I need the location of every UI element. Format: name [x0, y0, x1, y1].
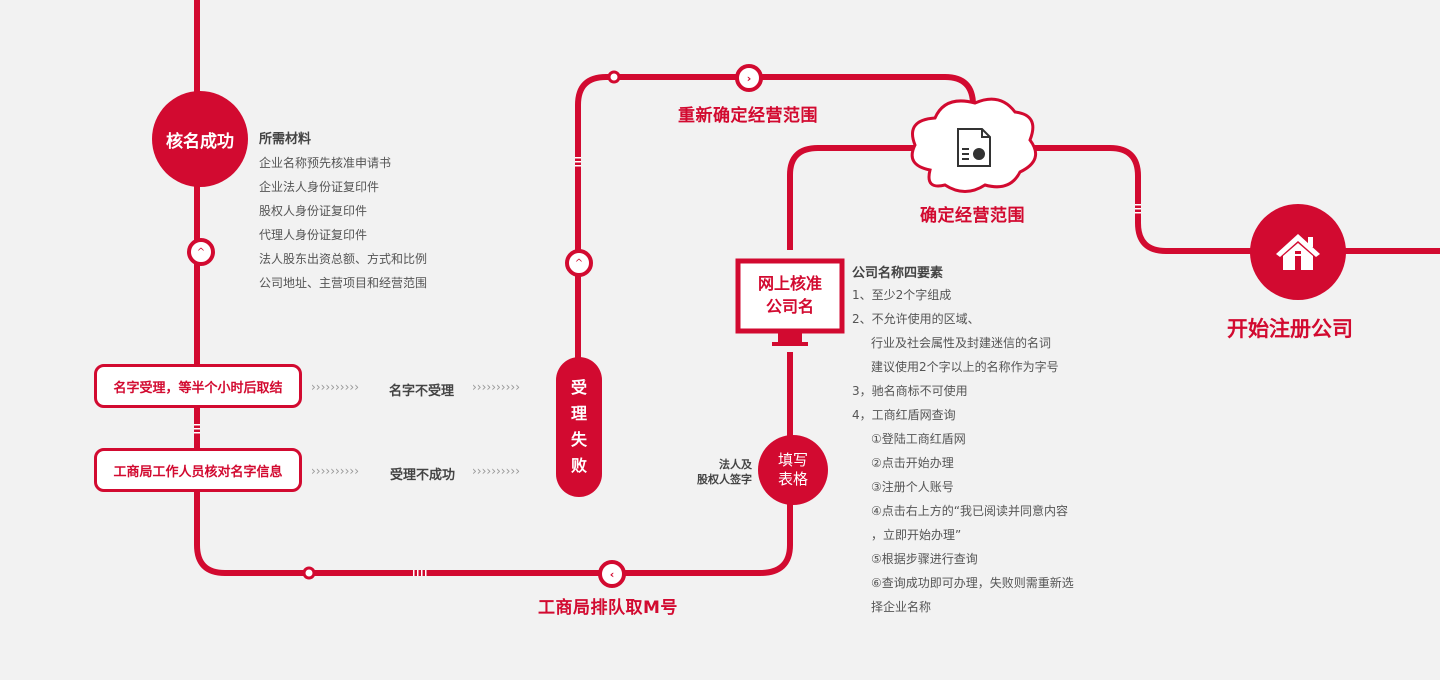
reconfirm-scope-label: 重新确定经营范围	[678, 106, 818, 126]
online-check-line: 网上核准	[757, 274, 822, 293]
chevron-up-icon[interactable]: ^	[565, 249, 593, 277]
fill-form-line: 填写	[777, 451, 808, 469]
accept-failed-label: 受理不成功	[390, 468, 456, 483]
name-rule-item: ，立即开始办理”	[871, 528, 962, 542]
flow-line-left	[194, 0, 793, 576]
materials-item: 代理人身份证复印件	[259, 228, 368, 242]
name-rule-item: 3，驰名商标不可使用	[852, 384, 968, 398]
chevron-left-icon[interactable]: ‹	[598, 560, 626, 588]
name-rule-item: 1、至少2个字组成	[852, 288, 952, 302]
failure-char: 受	[570, 378, 587, 397]
sign-note-line: 法人及	[719, 458, 752, 471]
materials-item: 法人股东出资总额、方式和比例	[259, 252, 428, 266]
materials-item: 股权人身份证复印件	[259, 204, 368, 218]
home-icon	[1276, 234, 1320, 270]
name-rule-item: ①登陆工商红盾网	[871, 432, 966, 446]
name-rule-item: 2、不允许使用的区域、	[852, 312, 980, 326]
step-name-accepted-label: 名字受理，等半个小时后取结	[113, 380, 283, 396]
name-rule-item: ③注册个人账号	[871, 480, 954, 494]
name-rule-item: 建议使用2个字以上的名称作为字号	[871, 360, 1059, 374]
fill-form-line: 表格	[777, 470, 808, 488]
final-label: 开始注册公司	[1227, 317, 1353, 341]
start-node-check-success: 核名成功	[152, 91, 248, 187]
document-chart-icon	[957, 128, 991, 167]
sign-note-line: 股权人签字	[697, 473, 752, 486]
online-check-line: 公司名	[765, 297, 814, 316]
name-rules-title: 公司名称四要素	[852, 266, 944, 281]
materials-title: 所需材料	[259, 132, 312, 147]
flow-line-center	[575, 74, 976, 360]
queue-label: 工商局排队取M号	[538, 598, 678, 618]
arrow-chevrons: ››››››››››	[472, 380, 520, 394]
name-rule-item: 4，工商红盾网查询	[852, 408, 956, 422]
step-staff-check: 工商局工作人员核对名字信息	[94, 448, 302, 492]
monitor-shape	[735, 258, 845, 346]
name-rule-item: ⑥查询成功即可办理，失败则需重新选	[871, 576, 1074, 590]
name-rule-item: ⑤根据步骤进行查询	[871, 552, 978, 566]
name-not-accepted-label: 名字不受理	[389, 384, 455, 399]
name-rules-list: 公司名称四要素 1、至少2个字组成 2、不允许使用的区域、 行业及社会属性及封建…	[852, 262, 1074, 619]
materials-item: 公司地址、主营项目和经营范围	[259, 276, 428, 290]
sign-note: 法人及 股权人签字	[680, 457, 752, 487]
arrow-chevrons: ››››››››››	[311, 380, 359, 394]
failure-node: 受 理 失 败	[556, 357, 602, 497]
arrow-chevrons: ››››››››››	[311, 464, 359, 478]
start-node-label: 核名成功	[166, 131, 234, 152]
name-rule-item: 行业及社会属性及封建迷信的名词	[871, 336, 1052, 350]
flow-line-right	[1030, 145, 1440, 254]
materials-item: 企业法人身份证复印件	[259, 180, 380, 194]
name-rule-item: ④点击右上方的“我已阅读并同意内容	[871, 504, 1068, 518]
confirm-scope-label: 确定经营范围	[920, 206, 1025, 226]
arrow-chevrons: ››››››››››	[472, 464, 520, 478]
materials-list: 所需材料 企业名称预先核准申请书 企业法人身份证复印件 股权人身份证复印件 代理…	[259, 128, 427, 295]
failure-char: 败	[570, 456, 587, 475]
cloud-shape	[910, 97, 1038, 193]
waypoint-dot	[607, 70, 621, 84]
materials-item: 企业名称预先核准申请书	[259, 156, 392, 170]
failure-char: 理	[570, 404, 587, 423]
step-staff-check-label: 工商局工作人员核对名字信息	[113, 464, 283, 480]
failure-char: 失	[570, 430, 587, 449]
chevron-right-icon[interactable]: ›	[735, 64, 763, 92]
name-rule-item: ②点击开始办理	[871, 456, 954, 470]
online-check-node: 网上核准 公司名	[740, 272, 840, 318]
chevron-up-icon[interactable]: ^	[187, 238, 215, 266]
waypoint-dot	[302, 566, 316, 580]
flow-line-online	[787, 145, 920, 250]
final-node-register	[1250, 204, 1346, 300]
fill-form-node: 填写 表格	[758, 435, 828, 505]
step-name-accepted: 名字受理，等半个小时后取结	[94, 364, 302, 408]
name-rule-item: 择企业名称	[871, 600, 932, 614]
